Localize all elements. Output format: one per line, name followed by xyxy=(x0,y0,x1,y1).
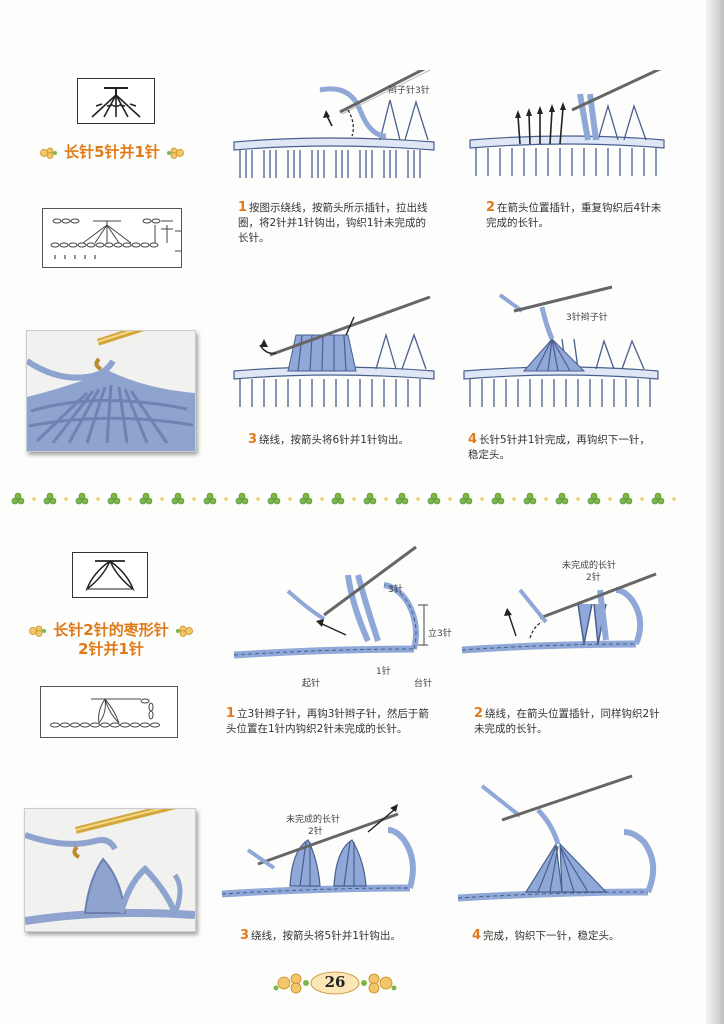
section2-title: 长针2针的枣形针 2针并1针 xyxy=(16,621,206,659)
photo-bobble xyxy=(24,808,196,932)
step1-label-chain3: 辫子针3针 xyxy=(388,86,430,96)
step4-crochet-diagram xyxy=(463,285,659,407)
section1-title-text: 长针5针并1针 xyxy=(64,143,160,161)
step-text: 立3针辫子针，再钩3针辫子针，然后于箭头位置在1针内钩织2针未完成的长针。 xyxy=(226,708,429,735)
step1-illustration xyxy=(230,64,440,190)
symbol-box-bobble xyxy=(72,552,148,598)
step-number: 3 xyxy=(248,432,258,447)
stitch-chart-5tog xyxy=(42,208,182,268)
s2-step1-label-3: 3针 xyxy=(388,585,403,595)
section2-title-line1: 长针2针的枣形针 xyxy=(53,621,169,639)
step-text: 完成，钩织下一针，稳定头。 xyxy=(483,930,620,942)
flower-border-icon xyxy=(273,971,397,995)
step-text: 绕线，在箭头位置插针，同样钩织2针未完成的长针。 xyxy=(474,708,660,735)
s2-step3-illustration xyxy=(218,790,438,910)
step-number: 1 xyxy=(226,706,236,721)
step4-illustration xyxy=(462,285,662,420)
step2-illustration xyxy=(468,66,668,190)
s2-step1-label-base: 台针 xyxy=(414,679,433,689)
step-number: 1 xyxy=(238,200,248,215)
s2-step3-crochet-diagram xyxy=(221,804,416,898)
flower-ornament-icon xyxy=(175,625,193,637)
step-number: 2 xyxy=(474,706,484,721)
symbol-box-5tog xyxy=(77,78,155,124)
page-number-badge: 26 xyxy=(270,968,400,998)
flower-ornament-icon xyxy=(167,147,185,159)
s2-step2-label-2: 2针 xyxy=(586,573,601,583)
section1-title: 长针5针并1针 xyxy=(32,143,192,162)
clover-divider xyxy=(11,492,676,505)
s2-step1-label-chain3: 立3针 xyxy=(428,629,452,639)
bobble-chart-diagram xyxy=(50,698,160,728)
crochet-photo-bobble xyxy=(25,809,195,931)
section2-title-line2: 2针并1针 xyxy=(78,640,144,658)
s2-step2-illustration xyxy=(460,560,660,670)
step-number: 2 xyxy=(486,200,496,215)
flower-ornament-icon xyxy=(29,625,47,637)
step2-crochet-diagram xyxy=(469,66,665,176)
step-text: 长针5针并1针完成，再钩织下一针，稳定头。 xyxy=(468,434,650,461)
page-number: 26 xyxy=(324,973,346,991)
step3-crochet-diagram xyxy=(233,295,435,407)
crochet-photo-5tog xyxy=(27,331,195,451)
s2-step1-label-start: 起针 xyxy=(302,679,321,689)
step4-label-chain3: 3针辫子针 xyxy=(566,313,608,323)
step-text: 在箭头位置插针，重复钩织后4针未完成的长针。 xyxy=(486,202,662,229)
step-number: 4 xyxy=(472,928,482,943)
step-number: 4 xyxy=(468,432,478,447)
page-edge xyxy=(706,0,724,1024)
step3-illustration xyxy=(230,295,440,420)
step-number: 3 xyxy=(240,928,250,943)
s2-step3-label-unfinished: 未完成的长针 xyxy=(286,815,341,825)
five-together-symbol-icon xyxy=(91,87,141,118)
flower-ornament-icon xyxy=(39,147,57,159)
stitch-chart-bobble xyxy=(40,686,178,738)
s2-step2-label-unfinished: 未完成的长针 xyxy=(562,561,617,571)
s2-step1-illustration xyxy=(228,545,460,690)
s2-step4-illustration xyxy=(456,770,666,910)
step-text: 绕线，按箭头将5针并1针钩出。 xyxy=(251,930,401,942)
photo-5tog xyxy=(26,330,196,452)
s2-step1-crochet-diagram xyxy=(233,545,428,659)
s2-step2-crochet-diagram xyxy=(461,572,657,654)
stitch-chart-diagram xyxy=(50,218,181,259)
s2-step1-label-1: 1针 xyxy=(376,667,391,677)
s2-step3-label-2: 2针 xyxy=(308,827,323,837)
step-text: 绕线，按箭头将6针并1针钩出。 xyxy=(259,434,409,446)
step1-crochet-diagram xyxy=(233,64,435,178)
step-text: 按图示绕线，按箭头所示插针，拉出线圈，将2针并1针钩出，钩织1针未完成的长针。 xyxy=(238,202,428,244)
s2-step4-crochet-diagram xyxy=(457,774,657,902)
puff-stitch-symbol-icon xyxy=(85,560,135,592)
